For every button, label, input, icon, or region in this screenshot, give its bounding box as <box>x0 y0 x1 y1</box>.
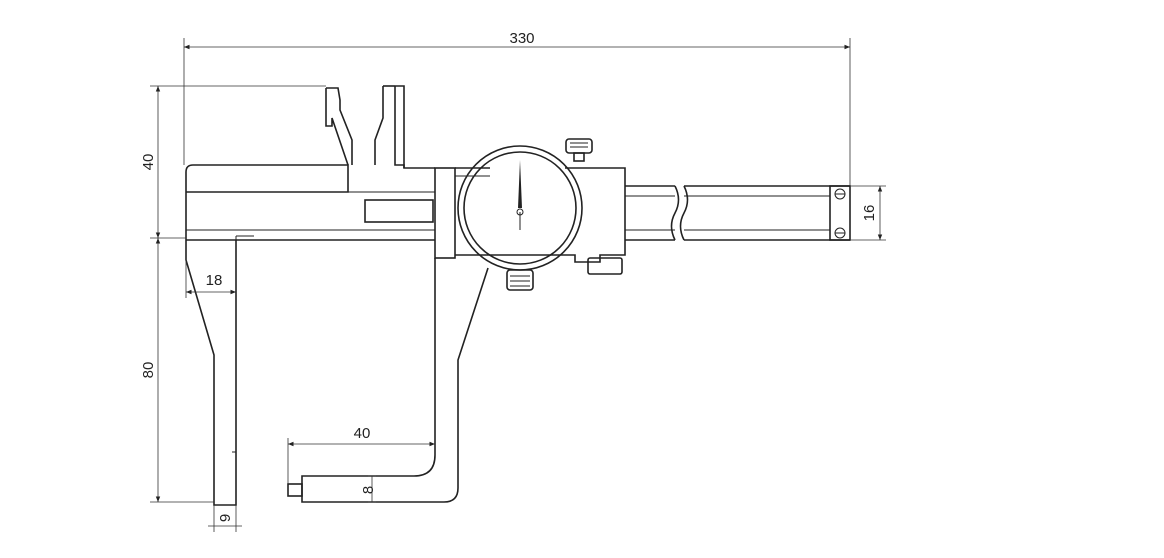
bottom-screw-icon <box>506 269 534 291</box>
dial-gauge <box>457 145 583 271</box>
dim-40-vertical: 40 <box>140 85 326 239</box>
dim-label-40-horizontal: 40 <box>354 425 371 442</box>
dim-8: 8 <box>360 475 377 503</box>
dim-label-16: 16 <box>861 205 878 222</box>
dim-label-330: 330 <box>509 30 534 47</box>
dim-18: 18 <box>185 260 236 298</box>
right-lower-jaw <box>287 258 489 503</box>
dim-80: 80 <box>140 238 214 503</box>
upper-jaws <box>325 85 435 169</box>
left-lower-jaw <box>185 235 254 506</box>
dim-label-40-vertical: 40 <box>140 154 157 171</box>
main-beam <box>185 164 851 241</box>
dim-label-80: 80 <box>140 362 157 379</box>
dim-9: 9 <box>208 505 242 532</box>
top-screw-icon <box>565 138 593 162</box>
dim-label-18: 18 <box>206 272 223 289</box>
dim-label-8: 8 <box>360 486 377 494</box>
dim-label-9: 9 <box>217 514 234 522</box>
dim-40-horizontal: 40 <box>287 425 435 484</box>
dim-16: 16 <box>850 185 886 241</box>
dim-330: 330 <box>183 30 851 186</box>
